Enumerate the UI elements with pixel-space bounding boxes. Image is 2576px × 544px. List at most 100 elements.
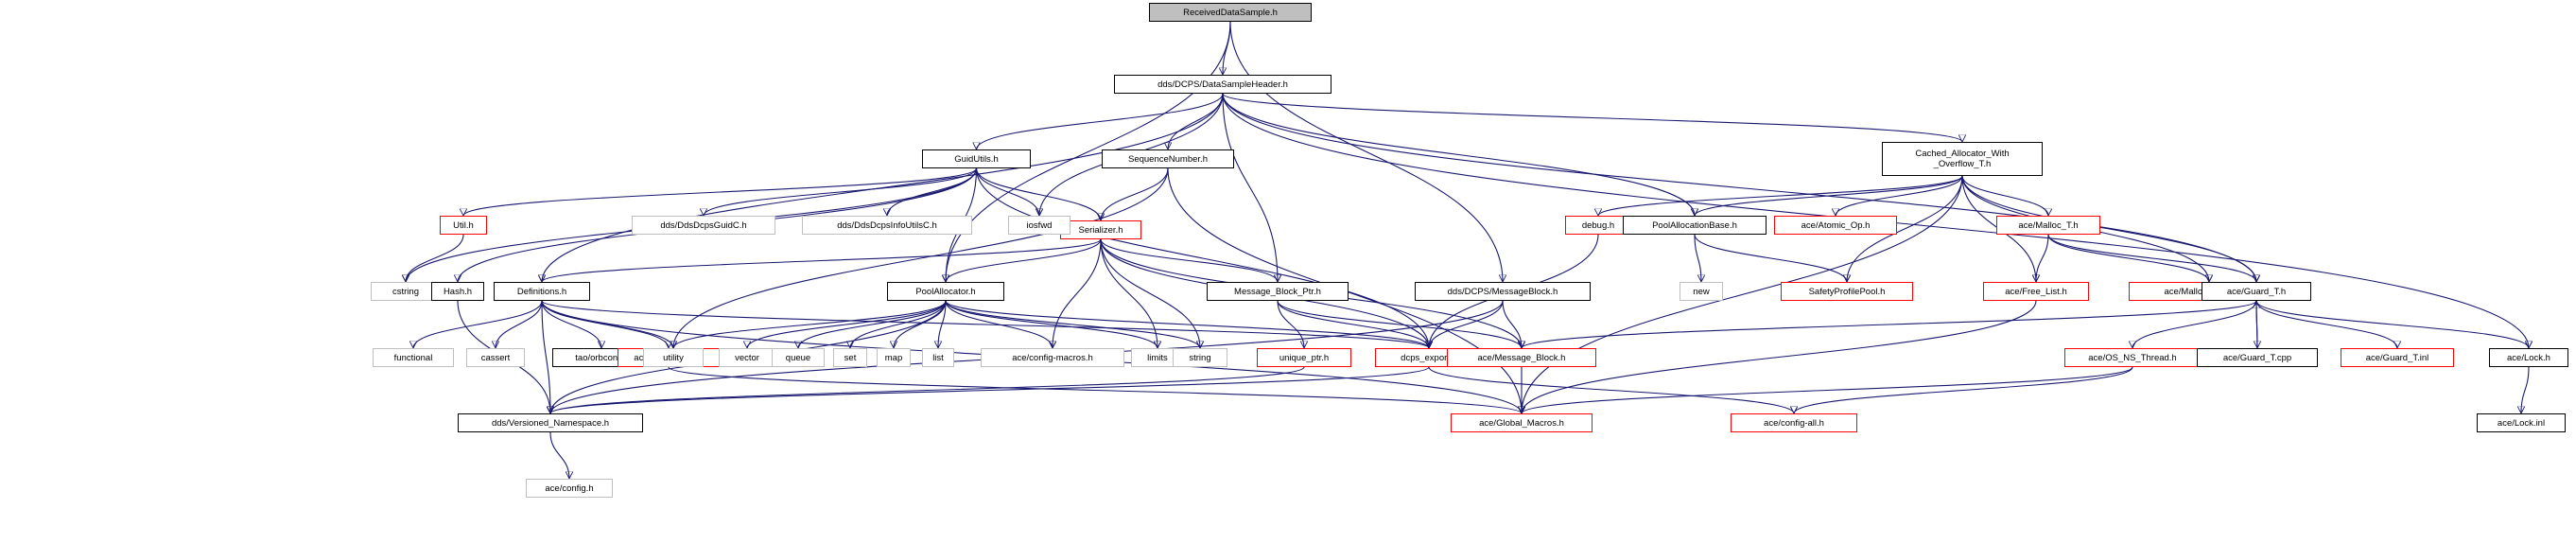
edge-mbptr-to-uniqueptr — [1277, 300, 1304, 348]
edge-poolalloc-to-set — [850, 300, 947, 349]
edge-poolalloc-to-list — [938, 300, 947, 348]
edge-serializer-to-limits — [1100, 238, 1157, 348]
edge-defs-to-orbconf — [541, 300, 601, 349]
edge-dcpsexport-to-versioned — [550, 366, 1430, 414]
node-functional[interactable]: functional — [373, 348, 454, 367]
node-msgblock[interactable]: dds/DCPS/MessageBlock.h — [1415, 282, 1591, 301]
node-dsh[interactable]: dds/DCPS/DataSampleHeader.h — [1114, 75, 1332, 94]
edge-guid-to-serializer — [975, 167, 1102, 221]
edge-freelist-to-globalmacros — [1522, 300, 2037, 413]
node-iosfwd[interactable]: iosfwd — [1008, 216, 1070, 235]
node-globalmacros[interactable]: ace/Global_Macros.h — [1451, 413, 1593, 432]
edge-versioned-to-config — [549, 431, 569, 479]
node-string[interactable]: string — [1173, 348, 1227, 367]
edge-guardt-to-guardtinl — [2255, 300, 2397, 349]
edge-guid-to-infoutils — [887, 167, 978, 217]
edge-serializer-to-poolalloc — [946, 238, 1102, 283]
node-map[interactable]: map — [877, 348, 911, 367]
node-defs[interactable]: Definitions.h — [494, 282, 590, 301]
edge-cached-to-globalmacros — [1522, 175, 1963, 413]
edge-cached-to-debug — [1598, 175, 1963, 217]
edge-poolallocbase-to-safety — [1694, 234, 1847, 283]
edge-mbptr-to-dcpsexport — [1277, 300, 1429, 349]
edge-cached-to-poolallocbase — [1695, 175, 1963, 217]
edge-guid-to-guidc — [704, 167, 978, 217]
edge-serializer-to-mbptr — [1100, 238, 1278, 283]
node-guardtcpp[interactable]: ace/Guard_T.cpp — [2197, 348, 2318, 367]
node-new[interactable]: new — [1680, 282, 1723, 301]
node-mbptr[interactable]: Message_Block_Ptr.h — [1207, 282, 1349, 301]
edge-cached-to-guardt — [1961, 175, 2256, 282]
edge-poolalloc-to-limits — [945, 300, 1157, 349]
node-cassert[interactable]: cassert — [466, 348, 525, 367]
edge-root-to-msgblock — [1229, 21, 1503, 282]
node-guidc[interactable]: dds/DdsDcpsGuidC.h — [632, 216, 775, 235]
edge-guid-to-util — [463, 167, 978, 217]
node-root[interactable]: ReceivedDataSample.h — [1149, 3, 1312, 22]
edge-dcpsexport-to-configall — [1428, 366, 1794, 414]
node-config[interactable]: ace/config.h — [526, 479, 613, 498]
node-debug[interactable]: debug.h — [1565, 216, 1631, 235]
node-guardtinl[interactable]: ace/Guard_T.inl — [2341, 348, 2454, 367]
node-util[interactable]: Util.h — [440, 216, 487, 235]
edge-guid-to-dcpsexport — [975, 167, 1430, 348]
edge-defs-to-versioned — [541, 300, 550, 413]
edge-defs-to-cassert — [496, 300, 543, 349]
node-vector[interactable]: vector — [719, 348, 775, 367]
edge-guardtcpp-to-guardt — [2256, 301, 2257, 349]
edge-guardt-to-osnsthread — [2132, 300, 2257, 349]
node-safety[interactable]: SafetyProfilePool.h — [1781, 282, 1913, 301]
node-acemsgblock[interactable]: ace/Message_Block.h — [1447, 348, 1596, 367]
edge-defs-to-utility — [541, 300, 673, 349]
node-serializer[interactable]: Serializer.h — [1060, 220, 1141, 239]
edge-poolalloc-to-utility — [673, 300, 947, 349]
node-osnsthread[interactable]: ace/OS_NS_Thread.h — [2064, 348, 2201, 367]
edge-guardt-to-acemsgblock — [1522, 300, 2257, 349]
edge-serializer-to-defs — [542, 238, 1102, 283]
node-list[interactable]: list — [922, 348, 954, 367]
edge-malloct-to-freelist — [2036, 234, 2049, 282]
edge-util-to-cstring — [406, 234, 464, 283]
edge-serializer-to-configmacros — [1053, 238, 1102, 348]
node-atomic[interactable]: ace/Atomic_Op.h — [1774, 216, 1897, 235]
edge-guardt-to-lockh — [2255, 300, 2529, 349]
edge-poolalloc-to-configmacros — [945, 300, 1053, 349]
node-guid[interactable]: GuidUtils.h — [922, 149, 1031, 168]
node-utility[interactable]: utility — [643, 348, 704, 367]
edge-poolalloc-to-string — [945, 300, 1200, 349]
node-hash[interactable]: Hash.h — [431, 282, 484, 301]
node-set[interactable]: set — [833, 348, 867, 367]
edge-uniqueptr-to-versioned — [550, 366, 1305, 414]
node-cstring[interactable]: cstring — [371, 282, 441, 301]
node-poolalloc[interactable]: PoolAllocator.h — [887, 282, 1004, 301]
node-malloct[interactable]: ace/Malloc_T.h — [1996, 216, 2100, 235]
edge-dsh-to-guid — [977, 93, 1224, 150]
edge-dsh-to-mbptr — [1222, 93, 1278, 282]
node-versioned[interactable]: dds/Versioned_Namespace.h — [458, 413, 643, 432]
node-infoutils[interactable]: dds/DdsDcpsInfoUtilsC.h — [802, 216, 972, 235]
edge-root-to-dsh — [1223, 21, 1231, 75]
node-freelist[interactable]: ace/Free_List.h — [1983, 282, 2089, 301]
edge-poolallocbase-to-new — [1694, 234, 1701, 282]
edge-root-to-poolalloc — [946, 21, 1231, 282]
node-uniqueptr[interactable]: unique_ptr.h — [1257, 348, 1351, 367]
edge-dsh-to-cached — [1222, 93, 1962, 143]
edge-lockh-to-lockinl — [2521, 366, 2530, 413]
node-lockh[interactable]: ace/Lock.h — [2489, 348, 2568, 367]
edge-poolalloc-to-dcpsexport — [945, 300, 1429, 349]
node-lockinl[interactable]: ace/Lock.inl — [2477, 413, 2566, 432]
node-configmacros[interactable]: ace/config-macros.h — [981, 348, 1124, 367]
node-queue[interactable]: queue — [772, 348, 825, 367]
node-seqnum[interactable]: SequenceNumber.h — [1102, 149, 1234, 168]
node-configall[interactable]: ace/config-all.h — [1731, 413, 1857, 432]
edge-osnsthread-to-globalmacros — [1522, 366, 2133, 414]
edge-poolalloc-to-vector — [747, 300, 947, 349]
node-guardt[interactable]: ace/Guard_T.h — [2202, 282, 2311, 301]
node-poolallocbase[interactable]: PoolAllocationBase.h — [1623, 216, 1767, 235]
node-cached[interactable]: Cached_Allocator_With _Overflow_T.h — [1882, 142, 2043, 176]
edge-defs-to-functional — [413, 300, 543, 349]
edge-osnsthread-to-configall — [1794, 366, 2133, 414]
edge-cached-to-safety — [1847, 175, 1963, 282]
edge-mbptr-to-acemsgblock — [1277, 300, 1522, 349]
